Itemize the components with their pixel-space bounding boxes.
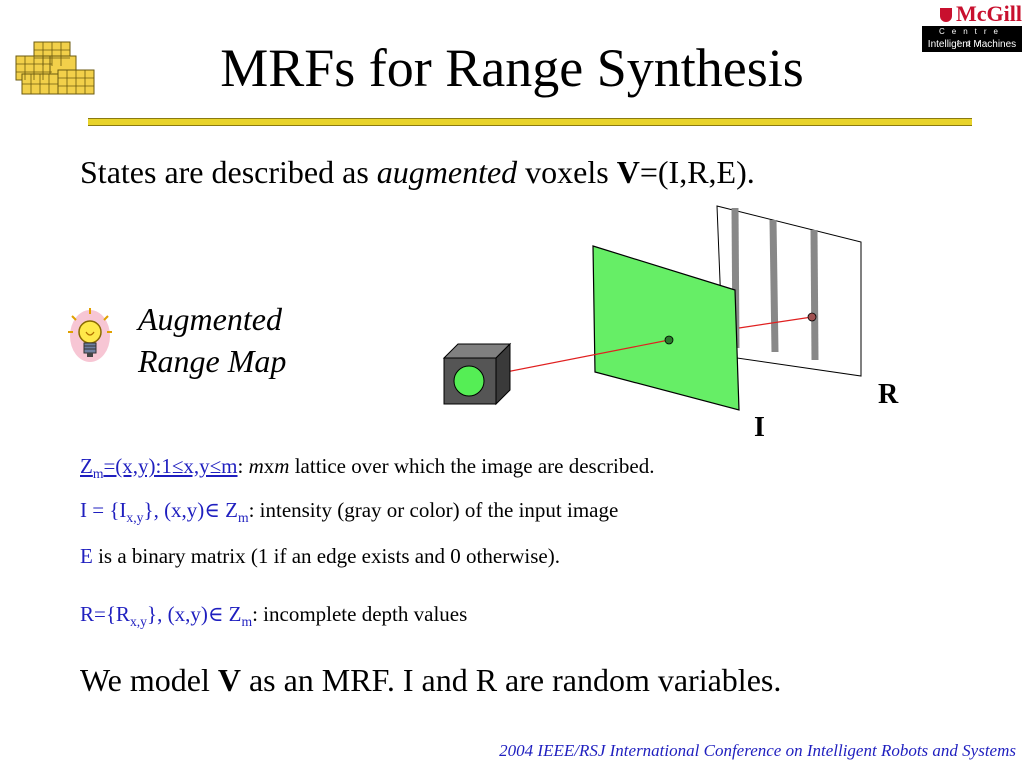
range-synthesis-diagram: I R [442,205,899,443]
mcgill-wordmark: McGill [922,2,1022,26]
title-divider [88,118,972,126]
e-symbol: E [80,544,93,568]
projection-ray-extended [738,316,813,329]
mcgill-logo: McGill Centre for Intelligent Machines [922,2,1022,58]
image-plane [592,245,740,411]
mcgill-centre-label: Centre for [922,26,1022,48]
definition-zm: Zm=(x,y):1≤x,y≤m: mxm lattice over which… [80,454,655,482]
shield-icon [940,8,953,22]
states-line: States are described as augmented voxels… [80,154,755,190]
definition-i: I = {Ix,y}, (x,y)∈ Zm: intensity (gray o… [80,498,619,526]
range-bar-3 [810,229,819,361]
i-symbol: I = {Ix,y}, (x,y)∈ Zm [80,498,249,526]
camera-icon [442,342,512,406]
definition-e: E is a binary matrix (1 if an edge exist… [80,544,560,568]
projection-ray [505,339,670,373]
lightbulb-icon [68,308,112,362]
image-point [664,335,674,345]
augmented-range-map-label: Augmented Range Map [138,301,287,379]
footer-conference: 2004 IEEE/RSJ International Conference o… [499,741,1016,760]
definition-r: R={Rx,y}, (x,y)∈ Zm: incomplete depth va… [80,602,468,630]
label-i: I [754,412,765,443]
page-title: MRFs for Range Synthesis [220,38,804,98]
label-r: R [878,379,899,410]
range-point [807,312,817,322]
model-line: We model V as an MRF. I and R are random… [80,662,782,698]
range-bar-2 [769,219,779,353]
zm-symbol: Zm=(x,y):1≤x,y≤m [80,454,238,482]
mcgill-unit-label: Intelligent Machines [922,38,1022,52]
r-symbol: R={Rx,y}, (x,y)∈ Zm [80,602,253,630]
logo-grid-icon [15,41,95,95]
